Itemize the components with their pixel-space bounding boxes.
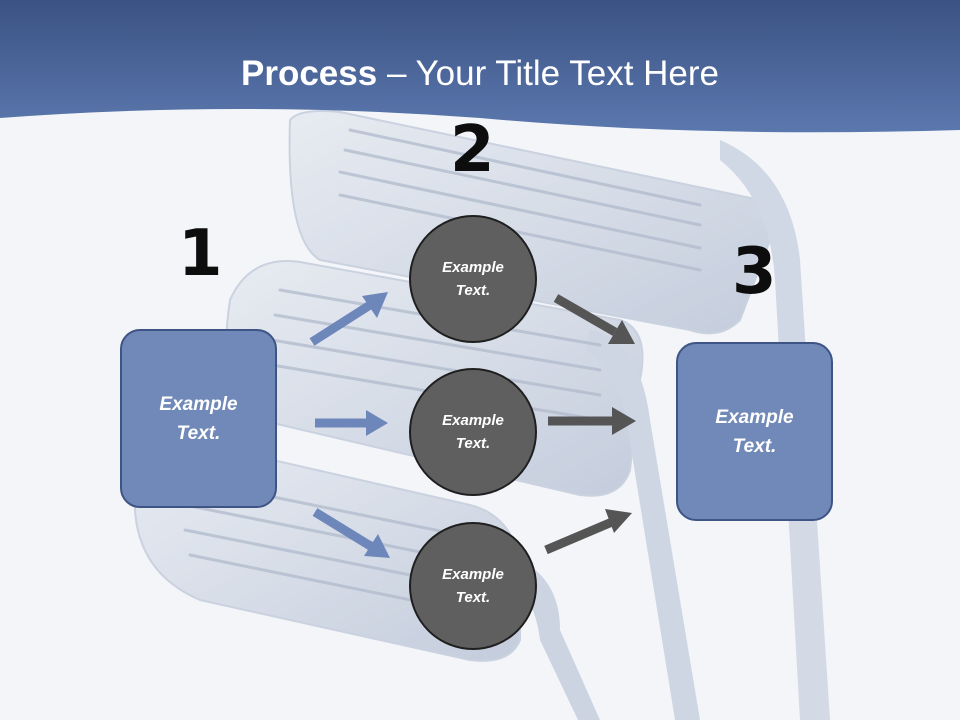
- title-bold: Process: [241, 54, 378, 93]
- step-1-text: Example Text.: [159, 393, 238, 444]
- step-3-box: Example Text.: [676, 342, 833, 521]
- step-number-3: 3: [732, 235, 777, 309]
- circle-2-text: Example Text.: [442, 412, 504, 452]
- step-1-box: Example Text.: [120, 329, 277, 508]
- step-number-2: 2: [450, 113, 495, 187]
- circle-1: Example Text.: [409, 215, 537, 343]
- title-rest: – Your Title Text Here: [377, 54, 719, 93]
- circle-3-text: Example Text.: [442, 566, 504, 606]
- circle-2: Example Text.: [409, 368, 537, 496]
- circle-3: Example Text.: [409, 522, 537, 650]
- step-3-text: Example Text.: [715, 406, 794, 457]
- circle-1-text: Example Text.: [442, 259, 504, 299]
- step-number-1: 1: [178, 217, 223, 291]
- slide-title: Process – Your Title Text Here: [0, 52, 960, 96]
